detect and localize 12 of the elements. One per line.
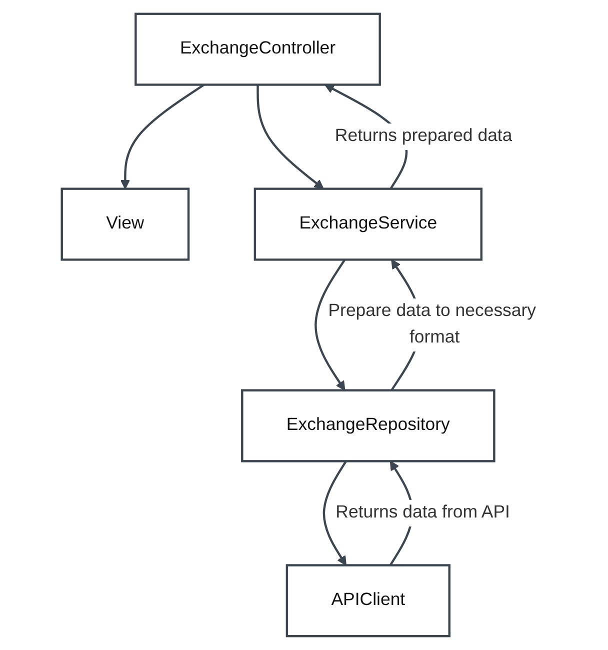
arrow — [314, 259, 346, 391]
edge-label: Returns data from API — [336, 503, 510, 522]
node-box: ExchangeService — [254, 188, 483, 261]
node-box: APIClient — [286, 564, 451, 638]
arrow — [120, 84, 206, 190]
node-box: ExchangeRepository — [241, 389, 496, 462]
edge-label: Returns prepared data — [335, 126, 513, 146]
edge-label: Prepare data to necessary format — [328, 302, 536, 348]
node-box: View — [61, 188, 190, 261]
arrow — [257, 84, 324, 190]
arrow — [323, 460, 348, 566]
node-box: ExchangeController — [134, 12, 382, 86]
